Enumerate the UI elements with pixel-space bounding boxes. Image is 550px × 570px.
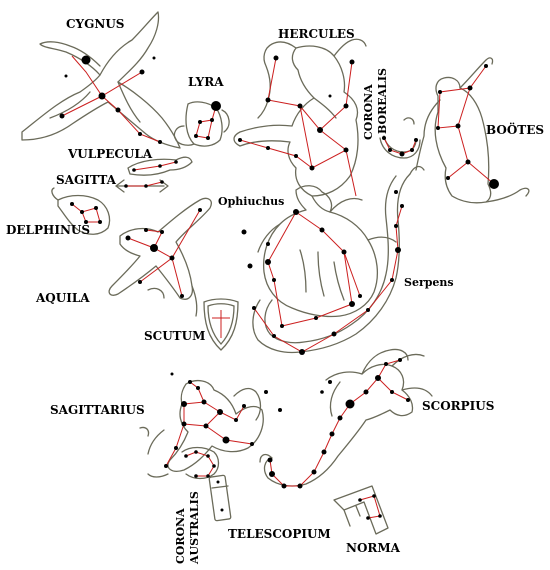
- corona-australis-stars: [184, 450, 216, 478]
- corona-australis-figure: [181, 446, 220, 480]
- serpens-stars: [252, 190, 404, 355]
- cygnus-lines: [61, 55, 161, 143]
- norma-label: NORMA: [346, 541, 401, 555]
- ophiuchus-stars: [241, 209, 362, 328]
- delphinus-stars: [70, 202, 102, 224]
- aquila-stars: [125, 208, 202, 298]
- ophiuchus-lines: [267, 211, 361, 327]
- telescopium-stars: [216, 480, 224, 512]
- bootes-label: BOÖTES: [486, 121, 544, 137]
- bootes-figure: [403, 57, 530, 204]
- scutum-label: SCUTUM: [144, 329, 205, 343]
- norma-stars: [358, 494, 382, 520]
- corona-borealis-label-line2: BOREALIS: [376, 68, 389, 134]
- lyra-lines: [195, 105, 217, 139]
- norma-figure: [333, 485, 389, 535]
- serpens-label: Serpens: [404, 276, 454, 289]
- vulpecula-label: VULPECULA: [67, 147, 153, 161]
- scorpius-figure: [259, 348, 433, 487]
- lyra-label: LYRA: [188, 75, 224, 89]
- corona-australis-label-line1: CORONA: [174, 508, 187, 564]
- cygnus-figure: [21, 11, 181, 149]
- ophiuchus-figure: [257, 185, 397, 318]
- lyra-stars: [194, 101, 221, 140]
- cygnus-label: CYGNUS: [66, 17, 124, 31]
- bootes-stars: [436, 64, 499, 189]
- sagittarius-figure: [139, 379, 264, 478]
- sagitta-label: SAGITTA: [56, 173, 117, 187]
- delphinus-figure: [51, 187, 111, 235]
- vulpecula-lines: [133, 161, 177, 171]
- sagittarius-stars: [164, 372, 282, 468]
- hercules-label: HERCULES: [278, 27, 355, 41]
- scorpius-stars: [267, 358, 410, 489]
- sagittarius-lines: [165, 381, 253, 467]
- corona-australis-lines: [185, 451, 215, 477]
- sagittarius-label: SAGITTARIUS: [50, 403, 145, 417]
- vulpecula-figure: [127, 156, 193, 176]
- telescopium-figure: [208, 474, 232, 522]
- scorpius-label: SCORPIUS: [422, 399, 494, 413]
- hercules-stars: [238, 55, 355, 171]
- hercules-figure: [233, 38, 367, 213]
- corona-australis-label-line2: AUSTRALIS: [188, 491, 201, 565]
- ophiuchus-label: Ophiuchus: [218, 195, 284, 208]
- corona-borealis-stars: [382, 136, 418, 157]
- corona-borealis-label-line1: CORONA: [362, 84, 375, 140]
- delphinus-label: DELPHINUS: [6, 223, 90, 237]
- vulpecula-stars: [132, 160, 178, 172]
- aquila-figure: [108, 197, 212, 317]
- cygnus-stars: [59, 55, 162, 144]
- sagitta-stars: [124, 180, 164, 188]
- hercules-lines: [239, 57, 357, 197]
- scutum-figure: [203, 298, 239, 351]
- scorpius-lines: [269, 359, 409, 487]
- lyra-figure: [173, 101, 230, 147]
- aquila-label: AQUILA: [35, 291, 90, 305]
- telescopium-label: TELESCOPIUM: [228, 527, 331, 541]
- norma-lines: [359, 495, 381, 519]
